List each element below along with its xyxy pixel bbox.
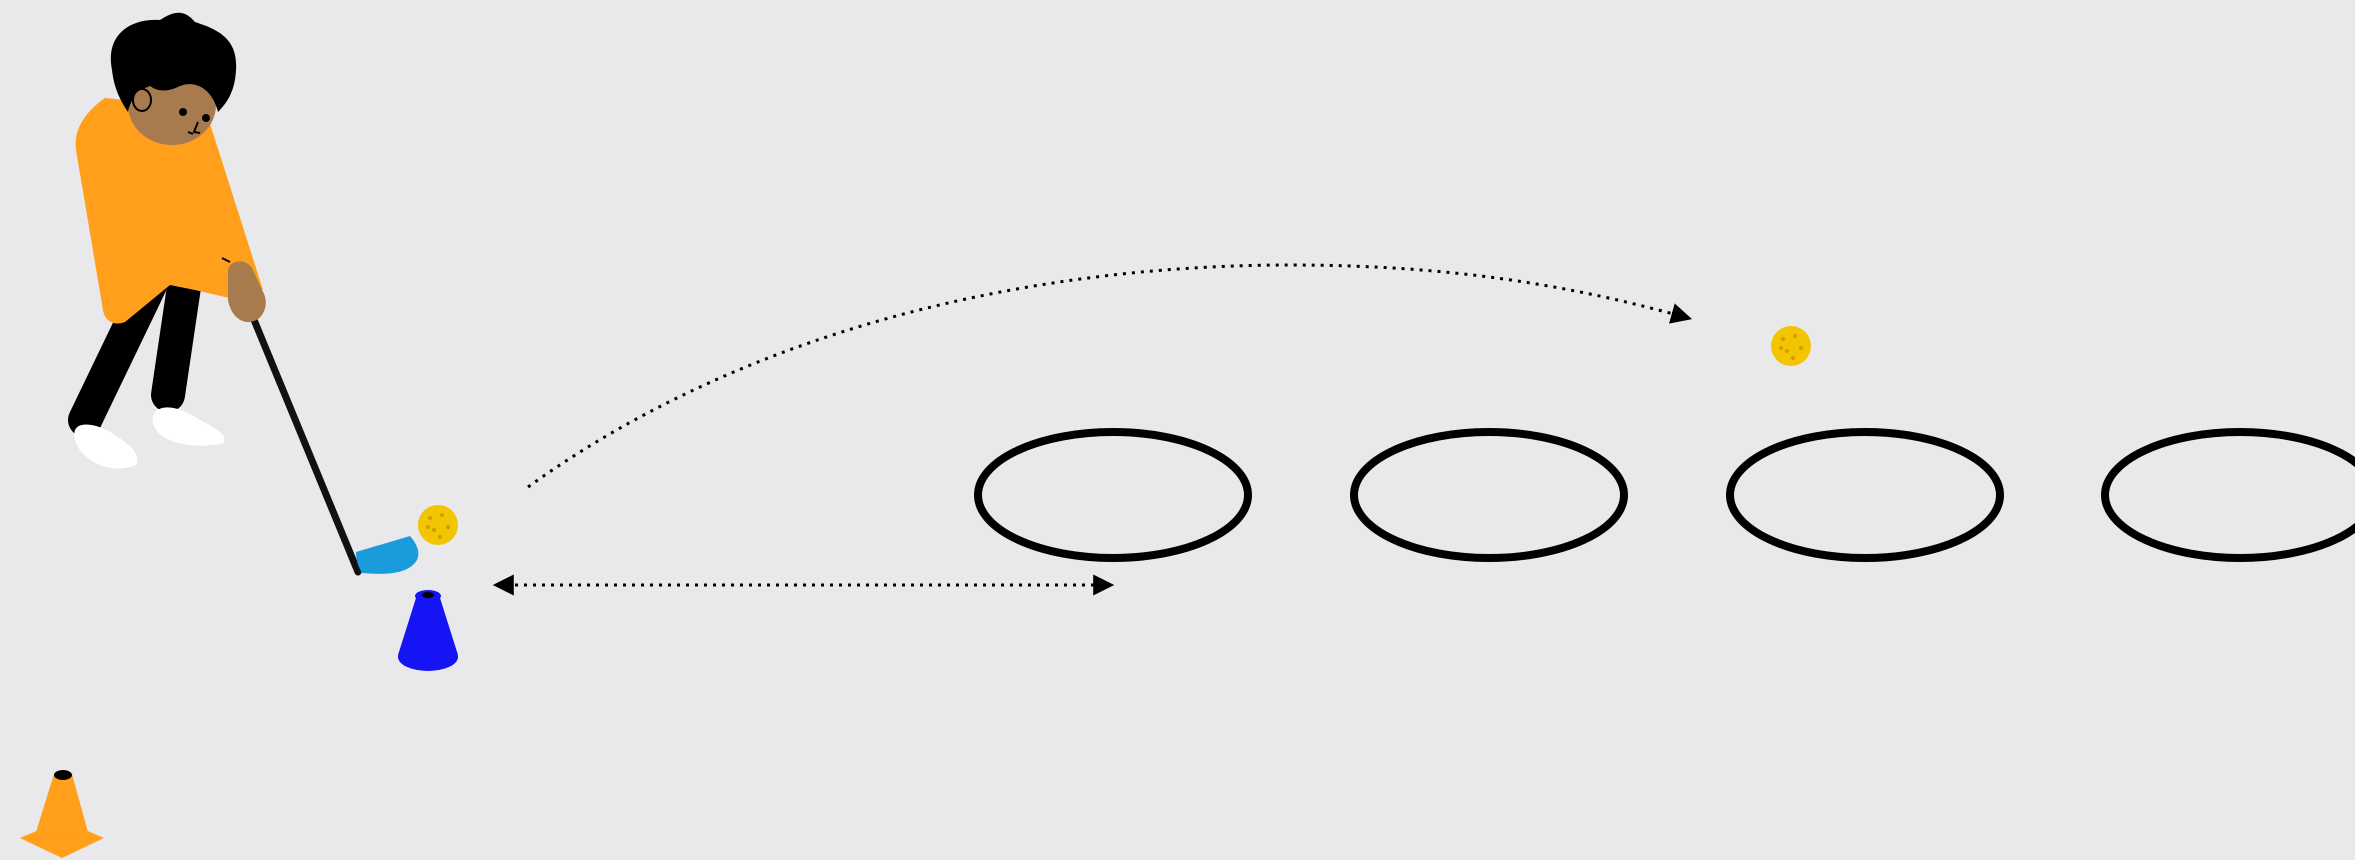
ball-landed xyxy=(1771,326,1811,366)
eye-left xyxy=(179,108,187,116)
right-leg xyxy=(168,280,185,395)
eye-right xyxy=(202,114,210,122)
ball-start xyxy=(418,505,458,545)
ear xyxy=(133,89,151,111)
